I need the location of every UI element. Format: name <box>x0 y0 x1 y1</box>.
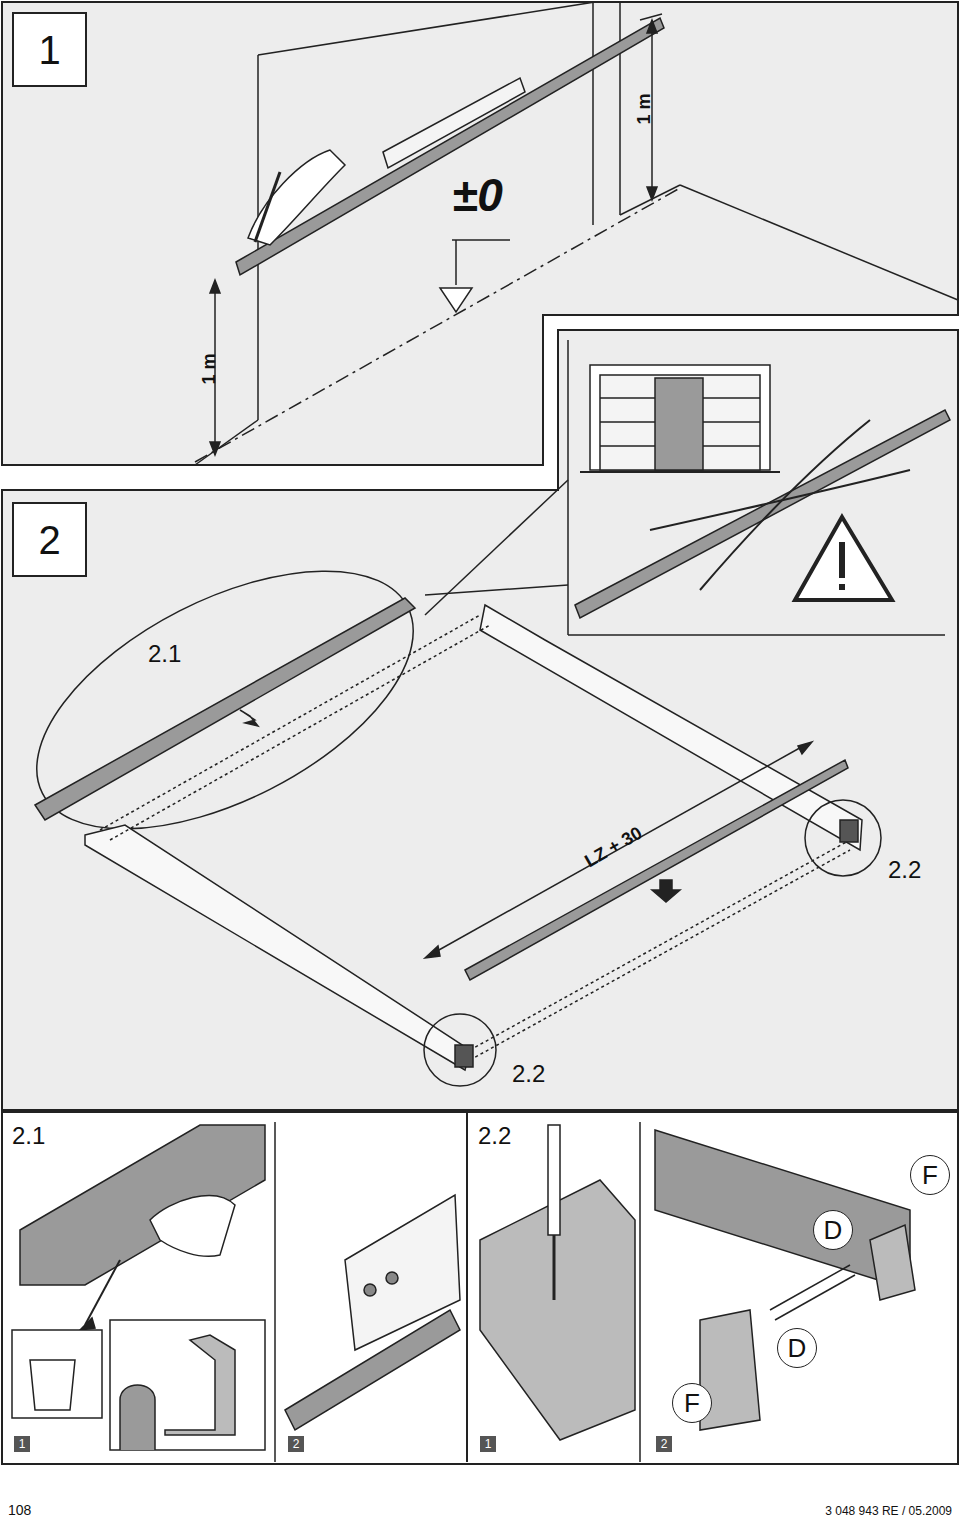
label: 3 048 943 RE / 05.2009 <box>825 1505 952 1517</box>
step-tag: 1 <box>480 1436 496 1452</box>
step-box: 2 <box>12 502 87 577</box>
step-number: 1 <box>485 1438 492 1450</box>
step-number: 2 <box>38 520 60 560</box>
step-number: 1 <box>19 1438 26 1450</box>
step-number: F <box>684 1390 700 1416</box>
label: 2.1 <box>12 1124 45 1148</box>
step-tag: 1 <box>14 1436 30 1452</box>
warning-inset <box>425 340 950 635</box>
label: 1 m <box>200 353 218 384</box>
label: ±0 <box>452 172 503 218</box>
step-number: F <box>922 1162 938 1188</box>
label: 2.1 <box>148 642 181 666</box>
step-number: 1 <box>38 30 60 70</box>
step-tag: 2 <box>656 1436 672 1452</box>
label: 108 <box>8 1503 31 1517</box>
label: 1 m <box>635 93 653 124</box>
label: 2.2 <box>512 1062 545 1086</box>
drawer-frame <box>0 518 881 1086</box>
callout-circle: F <box>910 1155 950 1195</box>
panel-frame <box>2 1112 958 1464</box>
wall-scene <box>195 2 958 465</box>
label: 2.2 <box>478 1124 511 1148</box>
step-number: 2 <box>293 1438 300 1450</box>
step-tag: 2 <box>288 1436 304 1452</box>
detail-drawings <box>12 1125 915 1450</box>
step-number: 2 <box>661 1438 668 1450</box>
callout-circle: F <box>672 1383 712 1423</box>
callout-circle: D <box>777 1328 817 1368</box>
step-number: D <box>788 1335 807 1361</box>
step-number: D <box>824 1217 843 1243</box>
step-box: 1 <box>12 12 87 87</box>
label: 2.2 <box>888 858 921 882</box>
callout-circle: D <box>813 1210 853 1250</box>
